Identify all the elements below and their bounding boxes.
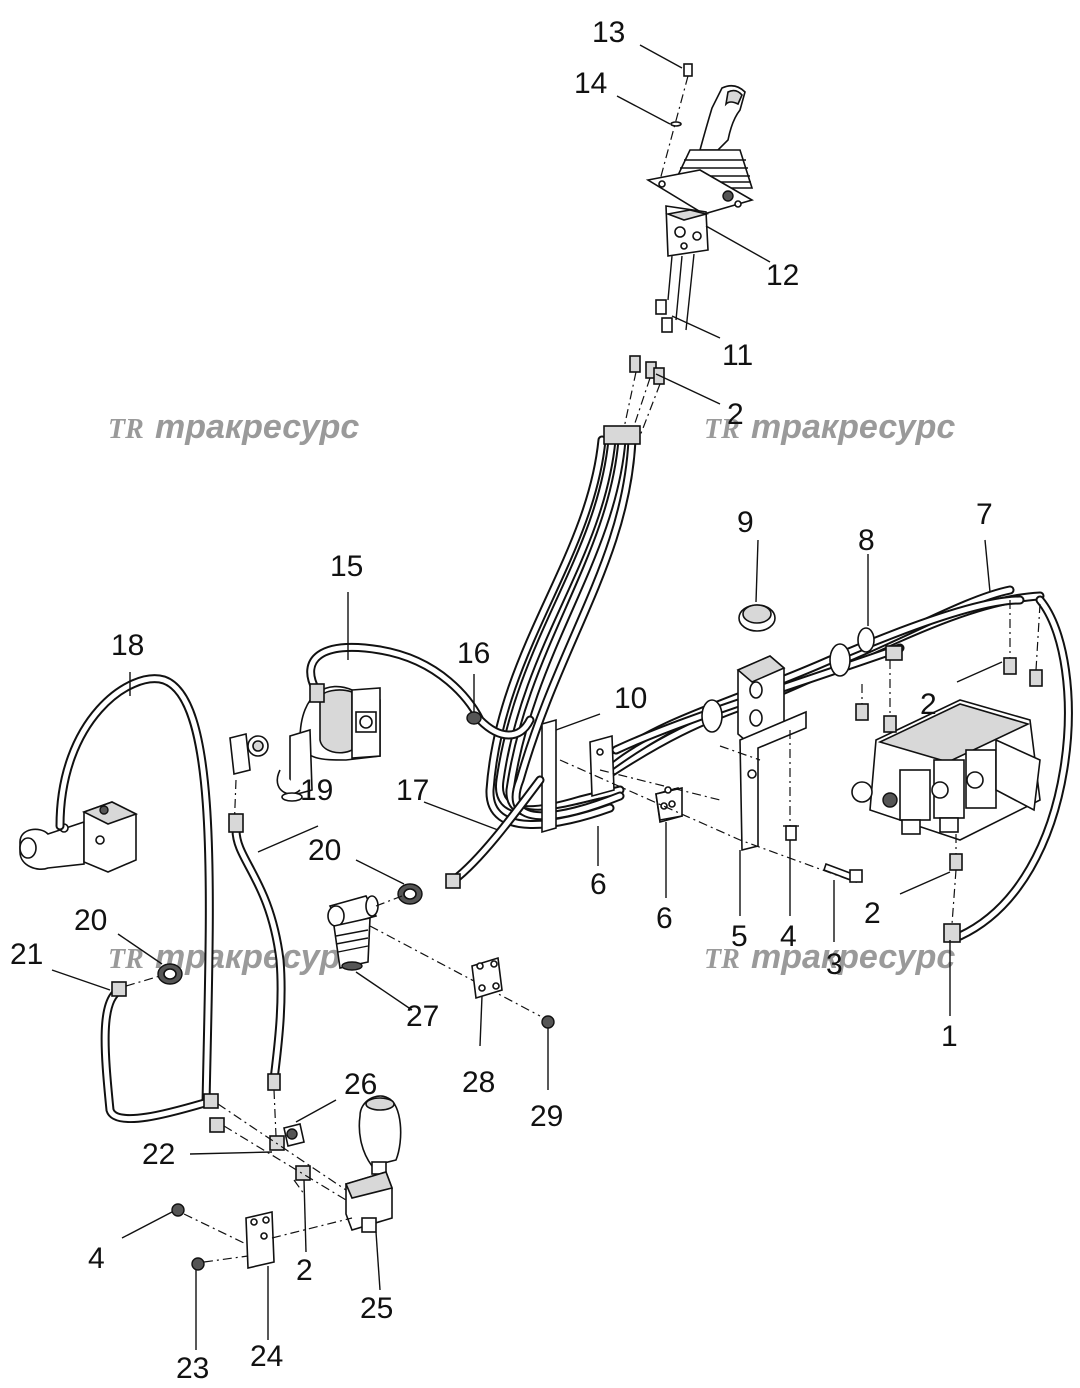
plate-28 [471, 956, 503, 1000]
callout-12: 12 [766, 259, 799, 292]
watermark-top-right: TR тракресурс [704, 408, 955, 446]
callout-21: 21 [10, 938, 43, 971]
leader-lines [51, 44, 1003, 1350]
bracket-5 [739, 710, 807, 852]
callout-1: 1 [941, 1020, 958, 1053]
callout-23: 23 [176, 1352, 209, 1385]
callout-16: 16 [457, 637, 490, 670]
callout-29: 29 [530, 1100, 563, 1133]
svg-text:TR: TR [704, 944, 740, 975]
bracket-24 [245, 1211, 275, 1269]
callout-7: 7 [976, 498, 993, 531]
grommet-block-10 [736, 655, 786, 747]
callout-3: 3 [826, 948, 843, 981]
accumulator-axis [217, 1089, 347, 1201]
check-valve-26 [283, 1123, 305, 1147]
bolt-4-upper [783, 825, 799, 841]
bolt-23 [191, 1257, 205, 1271]
callout-27: 27 [406, 1000, 439, 1033]
hose-15 [306, 642, 535, 740]
tee-filter-27 [327, 895, 379, 971]
callout-17: 17 [396, 774, 429, 807]
callout-20-left: 20 [74, 904, 107, 937]
callout-6-left: 6 [590, 868, 607, 901]
callout-26: 26 [344, 1068, 377, 1101]
grommet-20-left [157, 963, 183, 985]
callout-22: 22 [142, 1138, 175, 1171]
hose-21 [100, 981, 213, 1123]
grommet-20-right [397, 883, 423, 905]
fitting-16 [466, 711, 482, 725]
fittings-2-upper [623, 355, 665, 437]
callout-2-return: 2 [864, 897, 881, 930]
elbow-fitting-19 [229, 733, 269, 833]
cylinder-left [19, 801, 139, 873]
callout-9: 9 [737, 506, 754, 539]
svg-text:тракресурс: тракресурс [751, 408, 955, 446]
callout-labels: 13 14 12 11 2 9 7 8 15 18 16 10 2 19 17 … [10, 16, 993, 1385]
bolt-3 [822, 862, 863, 884]
callout-4-lower: 4 [88, 1242, 105, 1275]
cap-9 [738, 604, 776, 632]
callout-18: 18 [111, 629, 144, 662]
callout-6-right: 6 [656, 902, 673, 935]
callout-4-bracket: 4 [780, 920, 797, 953]
clamp-6-right [655, 786, 683, 824]
callout-2-valve: 2 [920, 688, 937, 721]
joystick-assembly [645, 84, 755, 331]
svg-text:TR: TR [108, 414, 144, 445]
lower-fittings-22 [203, 1093, 311, 1181]
assembly-axis-bracket [559, 730, 851, 881]
valve-fittings-2 [855, 600, 1043, 925]
callout-14: 14 [574, 67, 607, 100]
hose-18 [55, 674, 214, 1109]
callout-24: 24 [250, 1340, 283, 1373]
svg-text:TR: TR [704, 414, 740, 445]
svg-text:тракресурс: тракресурс [155, 938, 359, 976]
washer-14 [670, 121, 682, 127]
svg-text:тракресурс: тракресурс [751, 938, 955, 976]
hose-bundle-valve [595, 585, 1073, 943]
callout-28: 28 [462, 1066, 495, 1099]
bolt-29 [541, 1015, 555, 1029]
callout-25: 25 [360, 1292, 393, 1325]
svg-text:тракресурс: тракресурс [155, 408, 359, 446]
watermark-bottom-right: TR тракресурс [704, 938, 955, 976]
callout-8: 8 [858, 524, 875, 557]
callout-2-lower: 2 [296, 1254, 313, 1287]
hose-17 [445, 775, 545, 889]
svg-text:TR: TR [108, 944, 144, 975]
clamp-6-left [589, 734, 615, 798]
hose-19 [228, 813, 286, 1091]
fitting-axis-20 [125, 975, 161, 987]
bracket-axis [183, 1213, 353, 1263]
accumulator-25 [344, 1095, 402, 1233]
bolt-4-lower [171, 1203, 185, 1217]
screw-13 [659, 63, 693, 181]
pump-unit [276, 685, 381, 802]
filter-axis [369, 895, 541, 1017]
control-valve-block [851, 699, 1041, 841]
callout-2-joystick: 2 [727, 398, 744, 431]
callout-10: 10 [614, 682, 647, 715]
callout-15: 15 [330, 550, 363, 583]
callout-20-right: 20 [308, 834, 341, 867]
callout-5: 5 [731, 920, 748, 953]
bracket-10-plate [541, 718, 557, 834]
watermark-top-left: TR тракресурс [108, 408, 359, 446]
callout-13: 13 [592, 16, 625, 49]
watermark-bottom-left: TR тракресурс [108, 938, 359, 976]
callout-11: 11 [722, 339, 753, 372]
adapter-11 [655, 299, 673, 333]
callout-19: 19 [300, 774, 333, 807]
